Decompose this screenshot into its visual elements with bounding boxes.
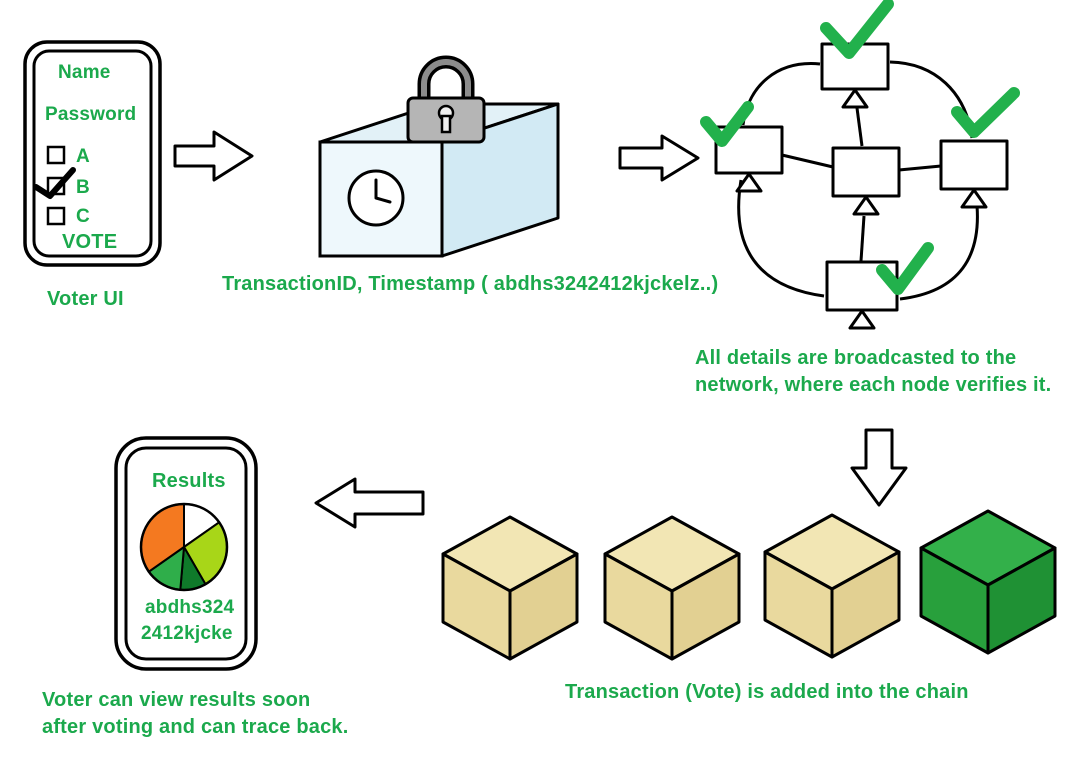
results-caption-line1: Voter can view results soon [42, 689, 311, 711]
results-pie-chart [139, 502, 229, 592]
arrow-right-icon [173, 130, 254, 182]
results-title: Results [152, 470, 226, 492]
network-link [741, 62, 821, 126]
network-node-center [831, 146, 901, 216]
block-cube-1 [441, 515, 579, 661]
option-a-label: A [76, 146, 90, 167]
block-cube-3 [763, 513, 901, 659]
checkbox-c [46, 206, 66, 226]
blockchain [441, 509, 1057, 661]
lock-icon [406, 55, 486, 144]
option-c-label: C [76, 206, 90, 227]
network-link [899, 195, 979, 301]
block-cube-2 [603, 515, 741, 661]
check-icon [876, 242, 934, 295]
network-caption-line2: network, where each node verifies it. [695, 374, 1052, 396]
results-phone [114, 436, 258, 671]
clock-icon [347, 169, 405, 227]
network-link [781, 153, 834, 169]
voter-ui-caption: Voter UI [47, 288, 124, 310]
network-caption-line1: All details are broadcasted to the [695, 347, 1017, 369]
transaction-caption: TransactionID, Timestamp ( abdhs3242412k… [222, 273, 719, 295]
network-link [889, 60, 974, 139]
check-icon [700, 101, 754, 147]
arrow-down-icon [850, 428, 908, 507]
arrow-right-icon [618, 134, 700, 182]
network-link [855, 107, 864, 147]
block-cube-new-vote [919, 509, 1057, 655]
pie-outline [139, 502, 229, 592]
arrow-left-icon [314, 477, 425, 529]
voter-name-label: Name [58, 62, 111, 83]
network-node-right [939, 139, 1009, 209]
voter-phone-screen [32, 49, 153, 258]
checkbox-a [46, 145, 66, 165]
vote-button-label: VOTE [62, 231, 118, 253]
transaction-lockbox [318, 55, 560, 258]
network-link [737, 179, 825, 298]
results-hash-line2: 2412kjcke [141, 623, 233, 644]
chain-caption: Transaction (Vote) is added into the cha… [565, 681, 969, 703]
voter-phone [23, 40, 162, 267]
results-caption-line2: after voting and can trace back. [42, 716, 349, 738]
network-link [898, 164, 942, 172]
results-hash-line1: abdhs324 [145, 597, 235, 618]
checkbox-b-checkmark-icon [33, 167, 76, 199]
check-icon [951, 87, 1020, 138]
voter-password-label: Password [45, 104, 137, 125]
network-link [859, 215, 866, 262]
verified-check-icons [700, 0, 1020, 295]
check-icon [820, 0, 894, 59]
option-b-label: B [76, 177, 90, 198]
